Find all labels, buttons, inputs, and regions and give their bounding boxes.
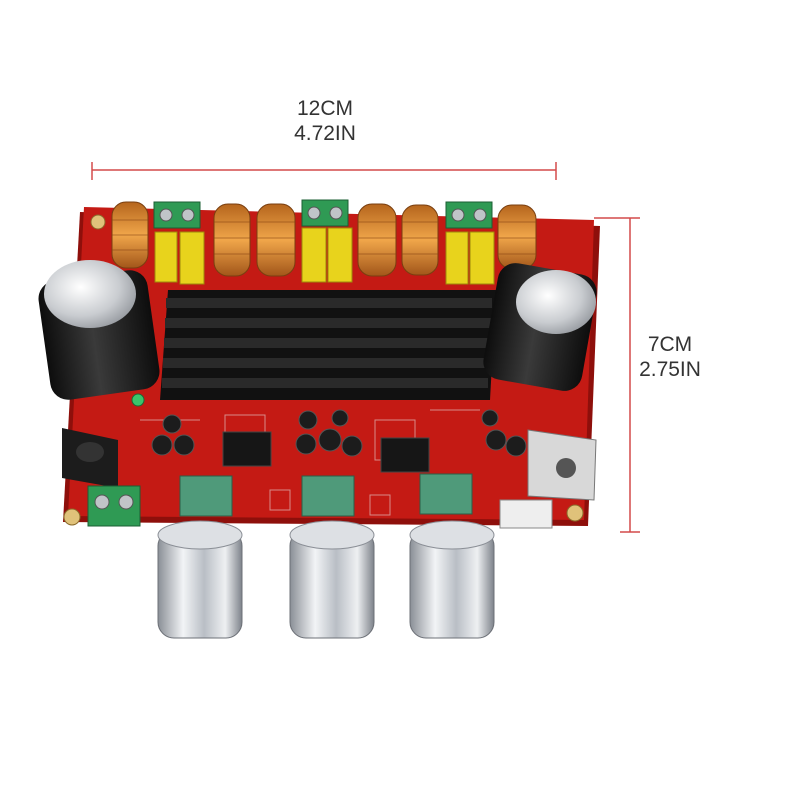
heatsink <box>160 290 496 400</box>
height-imperial: 2.75IN <box>639 358 701 381</box>
height-dimension-label: 7CM 2.75IN <box>615 332 725 382</box>
inductor <box>497 204 537 270</box>
inductor <box>357 203 397 277</box>
power-terminal-block <box>87 485 141 527</box>
terminal-block <box>301 199 349 227</box>
volume-knob-icon <box>409 520 495 639</box>
volume-knob-icon <box>289 520 375 639</box>
white-connector <box>499 499 553 529</box>
height-dimension-line <box>594 217 640 533</box>
volume-knob-icon <box>157 520 243 639</box>
electrolytic-capacitor-right <box>483 263 597 391</box>
power-led <box>131 393 145 407</box>
width-dimension-line <box>91 162 557 180</box>
opamp-chips <box>222 431 430 473</box>
inductor <box>401 204 439 276</box>
inductor <box>213 203 251 277</box>
terminal-block <box>445 201 493 229</box>
terminal-block <box>153 201 201 229</box>
inductor <box>256 203 296 277</box>
audio-input-jack <box>527 429 597 501</box>
width-dimension-label: 12CM 4.72IN <box>250 96 400 146</box>
dc-power-jack <box>62 428 118 488</box>
inductor-row <box>111 201 537 277</box>
width-metric: 12CM <box>296 97 354 120</box>
small-capacitors <box>151 409 527 457</box>
potentiometers <box>179 473 473 517</box>
electrolytic-capacitor-left <box>38 260 160 400</box>
height-metric: 7CM <box>647 333 693 356</box>
film-capacitors <box>154 227 495 285</box>
speaker-terminals <box>153 199 493 229</box>
width-imperial: 4.72IN <box>294 122 356 145</box>
